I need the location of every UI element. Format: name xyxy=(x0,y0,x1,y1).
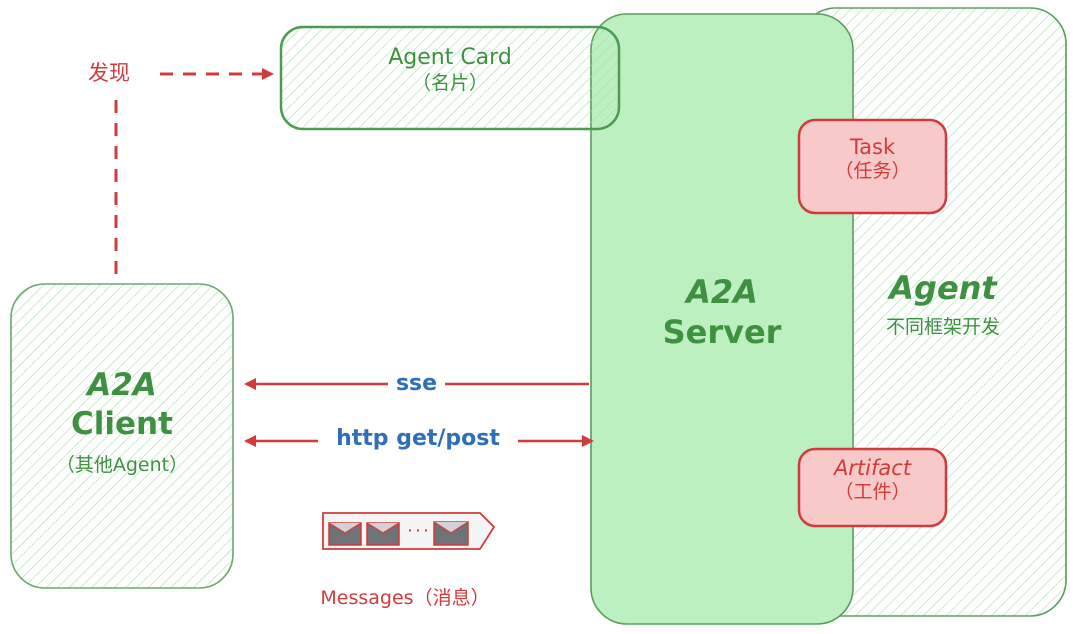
client-subtitle: （其他Agent） xyxy=(55,453,189,476)
envelope-icon xyxy=(366,522,400,546)
task-title: Task xyxy=(849,135,896,159)
task-label: Task （任务） xyxy=(799,134,946,184)
client-box xyxy=(10,283,234,589)
task-box xyxy=(797,118,948,215)
messages-queue xyxy=(322,512,496,550)
server-box xyxy=(590,13,854,625)
messages-ellipsis: · · · xyxy=(407,524,429,537)
artifact-label: Artifact （工件） xyxy=(799,455,946,505)
discovery-label: 发现 xyxy=(88,61,130,85)
messages-label: Messages（消息） xyxy=(320,587,490,609)
sse-label: sse xyxy=(395,371,438,396)
agent-card-label: Agent Card （名片） xyxy=(281,44,619,95)
agent-subtitle: 不同框架开发 xyxy=(885,316,1000,338)
client-title-line2: Client xyxy=(71,405,173,442)
envelope-icon xyxy=(328,522,362,546)
server-label: A2A Server xyxy=(591,272,853,352)
artifact-box xyxy=(797,447,948,528)
client-label: A2A Client （其他Agent） xyxy=(11,366,233,477)
agent-card-title: Agent Card xyxy=(388,45,512,70)
server-title-line1: A2A xyxy=(686,273,758,311)
artifact-subtitle: （工件） xyxy=(834,481,911,504)
agent-card-box xyxy=(279,25,621,131)
agent-title: Agent xyxy=(889,269,997,307)
agent-card-subtitle: （名片） xyxy=(411,71,488,94)
agent-label: Agent 不同框架开发 xyxy=(853,268,1033,340)
server-title-line2: Server xyxy=(662,313,782,351)
task-subtitle: （任务） xyxy=(834,160,911,183)
envelope-icon xyxy=(433,521,469,546)
http-label: http get/post xyxy=(336,426,500,451)
artifact-title: Artifact xyxy=(833,456,912,480)
client-title-line1: A2A xyxy=(87,367,157,403)
